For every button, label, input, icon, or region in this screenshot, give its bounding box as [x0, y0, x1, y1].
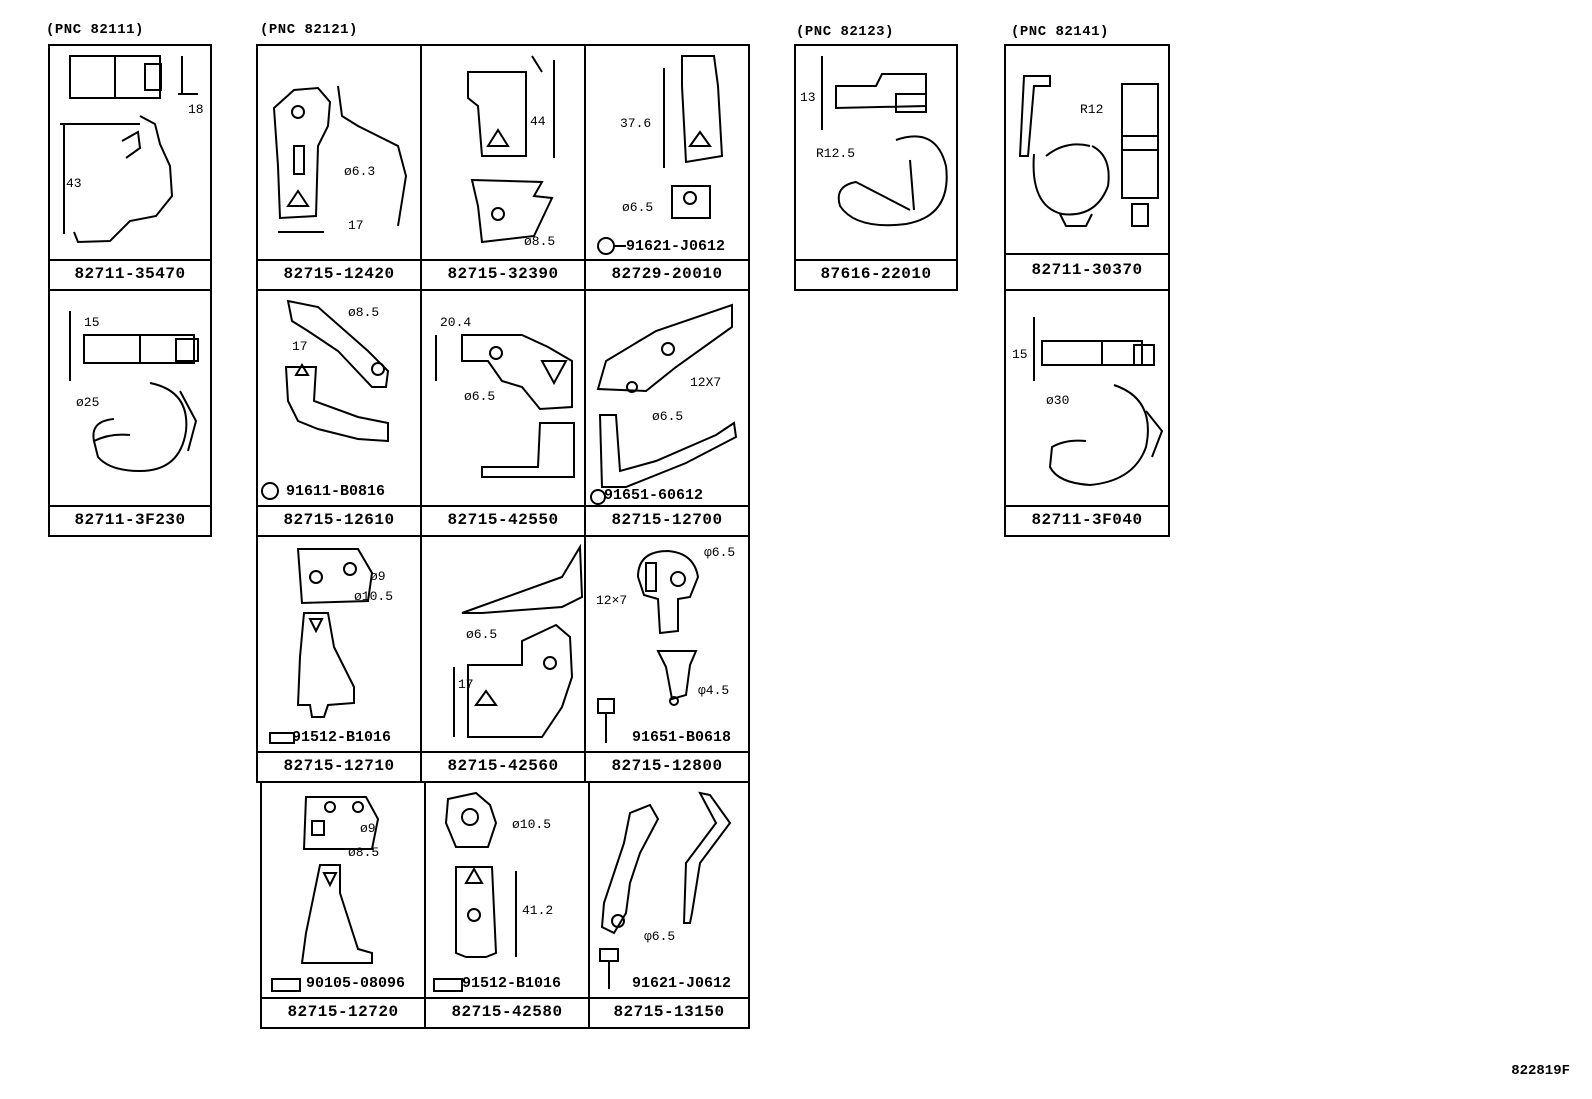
dim-label: 41.2: [522, 903, 554, 918]
pnc-82111-label: (PNC 82111): [46, 22, 144, 38]
dim-label: 20.4: [440, 315, 472, 330]
figure-id: 822819F: [1511, 1063, 1570, 1079]
bolt-part-number[interactable]: 91621-J0612: [632, 975, 732, 992]
bracket-drawing: [453, 543, 584, 738]
dim-label: 13: [800, 90, 816, 105]
part-cell-82711-3F040[interactable]: 15 ø30 82711-3F040: [1004, 289, 1170, 537]
bolt-part-number[interactable]: 91512-B1016: [292, 729, 392, 746]
part-number[interactable]: 82715-12610: [258, 505, 420, 535]
dim-label: ø8.5: [348, 845, 380, 860]
dim-label: ø10.5: [354, 589, 394, 604]
part-cell-87616-22010[interactable]: 13 R12.5 87616-22010: [794, 44, 958, 291]
bracket-drawing: [272, 85, 408, 233]
part-number[interactable]: 87616-22010: [796, 259, 956, 289]
bracket-drawing: [433, 791, 517, 992]
part-cell-82715-12710[interactable]: ø9 ø10.5 91512-B1016 82715-12710: [256, 535, 422, 783]
clamp-drawing: [1033, 317, 1164, 487]
dim-label: ø30: [1046, 393, 1070, 408]
bolt-part-number[interactable]: 91512-B1016: [462, 975, 562, 992]
part-number[interactable]: 82715-32390: [422, 259, 584, 289]
dim-label: R12: [1080, 102, 1104, 117]
part-cell-82715-42550[interactable]: 20.4 ø6.5 82715-42550: [420, 289, 586, 537]
dim-label: ø10.5: [512, 817, 552, 832]
bolt-part-number[interactable]: 91621-J0612: [626, 238, 726, 255]
dim-label: ø8.5: [348, 305, 380, 320]
dim-label: 37.6: [620, 116, 652, 131]
dim-label: 17: [348, 218, 364, 233]
clamp-drawing: [60, 55, 198, 244]
part-number[interactable]: 82715-13150: [590, 997, 748, 1027]
bracket-drawing: [597, 549, 700, 743]
dim-label: ø6.5: [466, 627, 498, 642]
part-cell-82729-20010[interactable]: 37.6 ø6.5 91621-J0612 82729-20010: [584, 44, 750, 291]
bracket-drawing: [590, 303, 738, 505]
part-cell-82715-32390[interactable]: 44 ø8.5 82715-32390: [420, 44, 586, 291]
dim-label: ø25: [76, 395, 100, 410]
part-number[interactable]: 82715-12800: [586, 751, 748, 781]
part-number[interactable]: 82715-12710: [258, 751, 420, 781]
bracket-drawing: [467, 55, 555, 244]
part-cell-82715-12420[interactable]: ø6.3 17 82715-12420: [256, 44, 422, 291]
dim-label: R12.5: [816, 146, 856, 161]
bracket-drawing: [261, 299, 390, 500]
dim-label: ø6.5: [464, 389, 496, 404]
dim-label: ø9: [370, 569, 386, 584]
bolt-part-number[interactable]: 90105-08096: [306, 975, 406, 992]
pnc-82121-label: (PNC 82121): [260, 22, 358, 38]
dim-label: φ4.5: [698, 683, 730, 698]
bracket-drawing: [597, 55, 724, 255]
part-cell-82715-42560[interactable]: ø6.5 17 82715-42560: [420, 535, 586, 783]
part-number[interactable]: 82711-3F040: [1006, 505, 1168, 535]
part-number[interactable]: 82715-42580: [426, 997, 588, 1027]
dim-label: ø6.5: [652, 409, 684, 424]
part-cell-82715-42580[interactable]: ø10.5 41.2 91512-B1016 82715-42580: [424, 781, 590, 1029]
bolt-part-number[interactable]: 91611-B0816: [286, 483, 386, 500]
pnc-82141-label: (PNC 82141): [1011, 24, 1109, 40]
dim-label: 44: [530, 114, 546, 129]
dim-label: 17: [292, 339, 308, 354]
part-cell-82715-12610[interactable]: ø8.5 17 91611-B0816 82715-12610: [256, 289, 422, 537]
part-cell-82715-12720[interactable]: ø9 ø8.5 90105-08096 82715-12720: [260, 781, 426, 1029]
clamp-drawing: [1018, 75, 1159, 227]
dim-label: 15: [84, 315, 100, 330]
dim-label: 18: [188, 102, 204, 117]
dim-label: φ6.5: [704, 545, 736, 560]
part-cell-82711-30370[interactable]: R12 82711-30370: [1004, 44, 1170, 291]
dim-label: ø6.3: [344, 164, 376, 179]
bracket-drawing: [271, 796, 380, 992]
part-number[interactable]: 82729-20010: [586, 259, 748, 289]
clamp-drawing: [69, 311, 199, 473]
dim-label: 15: [1012, 347, 1028, 362]
bolt-part-number[interactable]: 91651-60612: [604, 487, 704, 504]
part-number[interactable]: 82715-42560: [422, 751, 584, 781]
dim-label: 12X7: [690, 375, 722, 390]
bracket-drawing: [599, 791, 732, 989]
part-cell-82715-13150[interactable]: φ6.5 91621-J0612 82715-13150: [588, 781, 750, 1029]
part-number[interactable]: 82711-35470: [50, 259, 210, 289]
dim-label: ø6.5: [622, 200, 654, 215]
part-cell-82715-12700[interactable]: 12X7 ø6.5 91651-60612 82715-12700: [584, 289, 750, 537]
bolt-part-number[interactable]: 91651-B0618: [632, 729, 732, 746]
part-cell-82711-3F230[interactable]: 15 ø25 82711-3F230: [48, 289, 212, 537]
dim-label: 17: [458, 677, 474, 692]
dim-label: 43: [66, 176, 82, 191]
bracket-drawing: [435, 334, 575, 478]
part-number[interactable]: 82711-30370: [1006, 253, 1168, 289]
part-number[interactable]: 82711-3F230: [50, 505, 210, 535]
part-number[interactable]: 82715-12720: [262, 997, 424, 1027]
part-cell-82715-12800[interactable]: φ6.5 12×7 φ4.5 91651-B0618 82715-12800: [584, 535, 750, 783]
bracket-drawing: [269, 548, 374, 744]
part-number[interactable]: 82715-12420: [258, 259, 420, 289]
dim-label: ø9: [360, 821, 376, 836]
part-number[interactable]: 82715-42550: [422, 505, 584, 535]
dim-label: ø8.5: [524, 234, 556, 249]
part-cell-82711-35470[interactable]: 18 43 82711-35470: [48, 44, 212, 291]
pnc-82123-label: (PNC 82123): [796, 24, 894, 40]
clamp-drawing: [821, 56, 948, 227]
part-number[interactable]: 82715-12700: [586, 505, 748, 535]
dim-label: 12×7: [596, 593, 628, 608]
dim-label: φ6.5: [644, 929, 676, 944]
